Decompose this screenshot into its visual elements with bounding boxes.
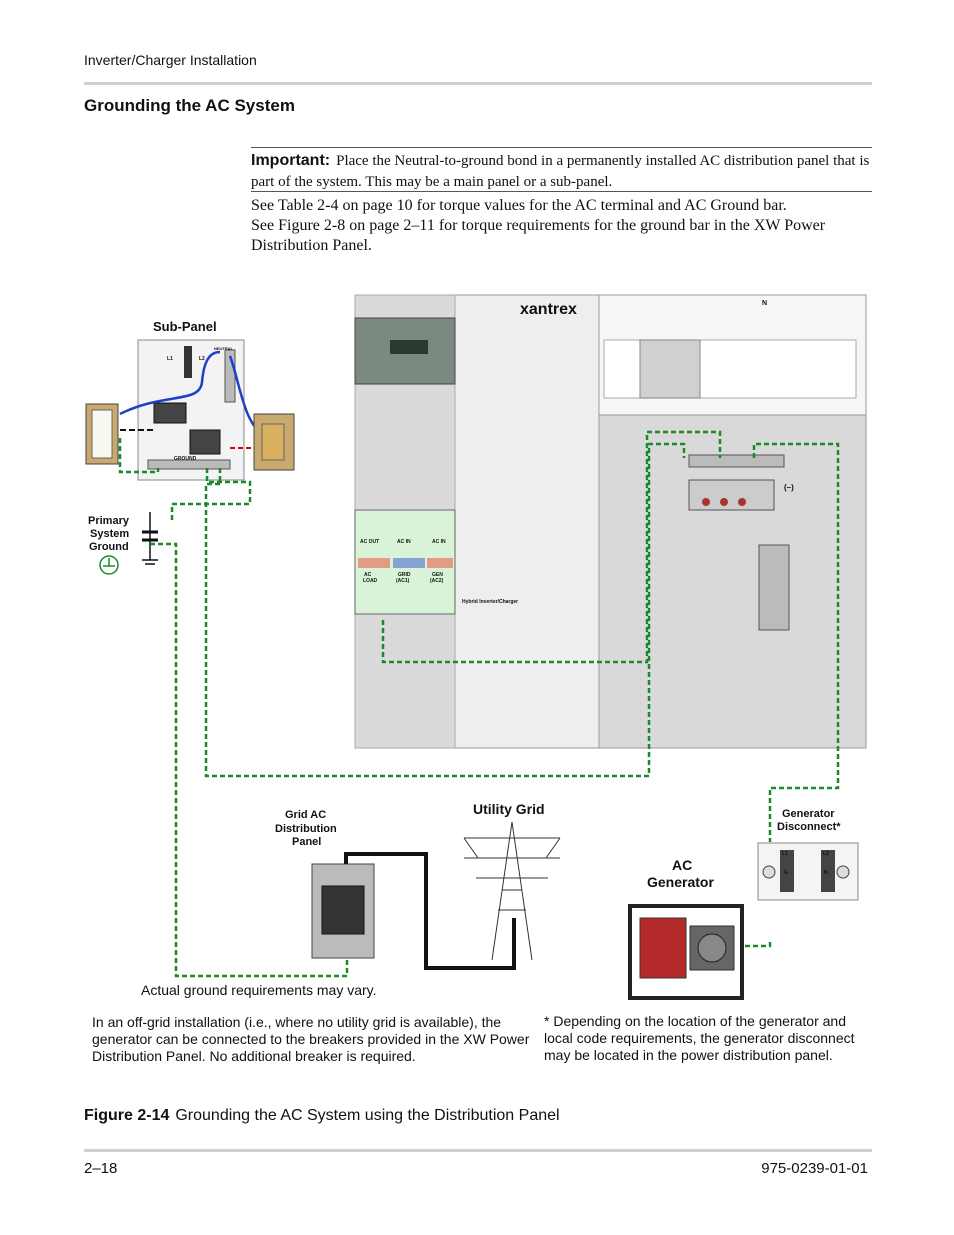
svg-text:AC: AC (364, 572, 372, 578)
section-title: Grounding the AC System (84, 96, 295, 115)
svg-text:G: G (784, 870, 788, 876)
dc-disconnect (758, 544, 790, 631)
ac-generator-label: AC (672, 857, 692, 873)
sub-panel-main-breaker (184, 346, 192, 378)
document-number: 975-0239-01-01 (761, 1160, 868, 1177)
svg-text:L2: L2 (823, 851, 829, 857)
off-grid-note: In an off-grid installation (i.e., where… (92, 1014, 530, 1064)
footer-rule (84, 1149, 872, 1152)
disconnect-screw-icon (836, 865, 850, 879)
svg-text:Hybrid Inverter/Charger: Hybrid Inverter/Charger (462, 599, 518, 605)
utility-feed-cable (344, 852, 516, 970)
important-bottom-rule (251, 191, 872, 192)
sub-panel-label: Sub-Panel (153, 319, 217, 334)
svg-text:System: System (90, 528, 129, 540)
svg-text:Distribution: Distribution (275, 823, 337, 835)
ground-symbol-icon (99, 555, 119, 575)
figure-number: Figure 2-14 (84, 1107, 170, 1124)
generator-icon (628, 904, 744, 1000)
utility-grid-label: Utility Grid (473, 801, 545, 817)
svg-text:(AC1): (AC1) (396, 578, 410, 584)
svg-text:L2: L2 (199, 356, 205, 362)
brand-logo: xantrex (520, 301, 577, 318)
grounding-conductors (118, 430, 840, 978)
generator-disconnect-label: Generator (782, 808, 835, 820)
ground-bar (688, 454, 785, 468)
important-note: Important:Place the Neutral-to-ground bo… (251, 150, 871, 193)
svg-text:Ground: Ground (89, 541, 129, 553)
svg-text:AC IN: AC IN (432, 539, 446, 545)
important-label: Important: (251, 152, 331, 169)
grounding-diagram: xantrex N (–) AC OUT AC IN AC IN AC LOAD… (85, 294, 867, 1000)
inverter-display (390, 340, 428, 354)
svg-text:Panel: Panel (292, 836, 321, 848)
svg-text:Primary: Primary (88, 515, 130, 527)
important-top-rule (251, 147, 872, 148)
ground-vary-note: Actual ground requirements may vary. (141, 982, 377, 998)
svg-text:GROUND: GROUND (174, 456, 197, 462)
svg-text:GEN: GEN (432, 572, 443, 578)
page-number: 2–18 (84, 1160, 118, 1177)
utility-tower-icon (463, 821, 561, 961)
svg-text:(–): (–) (784, 483, 794, 492)
body-paragraph-1: See Table 2-4 on page 10 for torque valu… (251, 197, 787, 214)
figure-caption-text: Grounding the AC System using the Distri… (175, 1107, 560, 1124)
svg-text:Disconnect*: Disconnect* (777, 821, 841, 833)
svg-text:NEUTRAL: NEUTRAL (214, 346, 234, 351)
running-header: Inverter/Charger Installation (84, 52, 257, 68)
svg-text:AC OUT: AC OUT (360, 539, 379, 545)
svg-text:(AC2): (AC2) (430, 578, 444, 584)
svg-text:AC IN: AC IN (397, 539, 411, 545)
svg-text:N: N (762, 300, 767, 307)
svg-text:N: N (824, 870, 828, 876)
header-rule (84, 82, 872, 85)
generator-footnote: * Depending on the location of the gener… (544, 1013, 855, 1063)
svg-text:LOAD: LOAD (363, 578, 378, 584)
sub-panel-ground-bar (147, 459, 231, 470)
disconnect-screw-icon (762, 865, 776, 879)
important-text: Place the Neutral-to-ground bond in a pe… (251, 153, 870, 190)
svg-text:Generator: Generator (647, 874, 714, 890)
figure-caption: Figure 2-14 Grounding the AC System using… (84, 1107, 560, 1125)
svg-text:GRID: GRID (398, 572, 411, 578)
neutral-bar (688, 479, 775, 511)
svg-text:L1: L1 (782, 851, 788, 857)
grid-panel-label: Grid AC (285, 809, 326, 821)
body-paragraph-2: See Figure 2-8 on page 2–11 for torque r… (251, 217, 826, 254)
svg-text:L1: L1 (167, 356, 173, 362)
